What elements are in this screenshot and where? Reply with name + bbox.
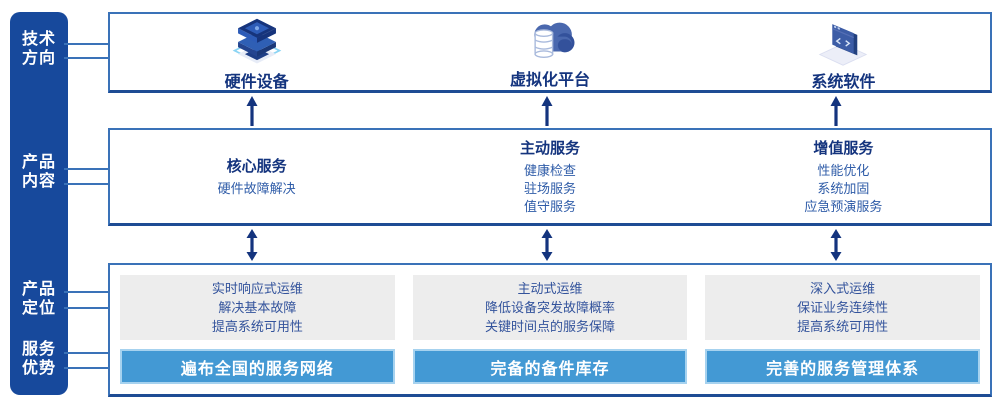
positioning-col-3: 深入式运维 保证业务连续性 提高系统可用性 完善的服务管理体系: [705, 275, 981, 384]
tech-item-label: 虚拟化平台: [509, 72, 590, 89]
connector-line: [64, 352, 110, 354]
up-arrow-icon: [830, 96, 842, 126]
software-window-icon: [814, 17, 872, 67]
service-item: 性能优化: [817, 162, 870, 178]
service-item: 驻场服务: [523, 180, 576, 196]
connector-line: [64, 367, 110, 369]
sidebar-label-product-positioning: 产品 定位: [21, 281, 56, 317]
connector-line: [64, 307, 110, 309]
tech-item-virtualization: 虚拟化平台: [403, 14, 696, 90]
advantage-bar: 完备的备件库存: [412, 349, 688, 384]
service-title: 主动服务: [519, 139, 580, 157]
service-title: 核心服务: [226, 157, 287, 175]
cloud-database-icon: [522, 17, 578, 65]
positioning-panel: 主动式运维 降低设备突发故障概率 关键时间点的服务保障: [412, 275, 688, 341]
server-stack-icon: [228, 17, 286, 67]
positioning-col-1: 实时响应式运维 解决基本故障 提高系统可用性 遍布全国的服务网络: [120, 275, 395, 384]
sidebar-label-tech-direction: 技术 方向: [21, 31, 56, 67]
positioning-box: 实时响应式运维 解决基本故障 提高系统可用性 遍布全国的服务网络 主动式运维 降…: [108, 263, 992, 397]
tech-item-system-software: 系统软件: [697, 14, 990, 91]
double-arrow-icon: [830, 229, 842, 261]
connector-line: [64, 57, 110, 59]
service-col-active: 主动服务 健康检查 驻场服务 值守服务: [403, 130, 696, 223]
tech-direction-box: 硬件设备 虚拟化平台: [108, 12, 992, 93]
connector-line: [64, 43, 110, 45]
double-arrow-icon: [541, 229, 553, 261]
up-arrow-icon: [246, 96, 258, 126]
positioning-col-2: 主动式运维 降低设备突发故障概率 关键时间点的服务保障 完备的备件库存: [412, 275, 688, 384]
advantage-bar: 遍布全国的服务网络: [120, 349, 395, 384]
service-item: 硬件故障解决: [217, 180, 296, 196]
positioning-panel: 实时响应式运维 解决基本故障 提高系统可用性: [120, 275, 395, 341]
service-item: 健康检查: [523, 162, 576, 178]
product-content-box: 核心服务 硬件故障解决 主动服务 健康检查 驻场服务 值守服务 增值服务 性能优…: [108, 128, 992, 226]
service-title: 增值服务: [813, 139, 874, 157]
tech-item-label: 硬件设备: [224, 74, 289, 91]
tech-item-hardware: 硬件设备: [110, 14, 403, 91]
service-col-core: 核心服务 硬件故障解决: [110, 130, 403, 223]
service-item: 系统加固: [817, 180, 870, 196]
connector-line: [64, 183, 110, 185]
service-col-value-added: 增值服务 性能优化 系统加固 应急预演服务: [697, 130, 990, 223]
sidebar-label-product-content: 产品 内容: [21, 154, 56, 190]
category-sidebar: 技术 方向 产品 内容 产品 定位 服务 优势: [10, 12, 68, 395]
sidebar-label-service-advantage: 服务 优势: [21, 341, 56, 377]
service-item: 应急预演服务: [804, 198, 883, 214]
positioning-panel: 深入式运维 保证业务连续性 提高系统可用性: [705, 275, 981, 341]
advantage-bar: 完善的服务管理体系: [705, 349, 981, 384]
connector-line: [64, 168, 110, 170]
service-item: 值守服务: [523, 198, 576, 214]
connector-line: [64, 291, 110, 293]
tech-item-label: 系统软件: [811, 74, 876, 91]
double-arrow-icon: [246, 229, 258, 261]
up-arrow-icon: [541, 96, 553, 126]
